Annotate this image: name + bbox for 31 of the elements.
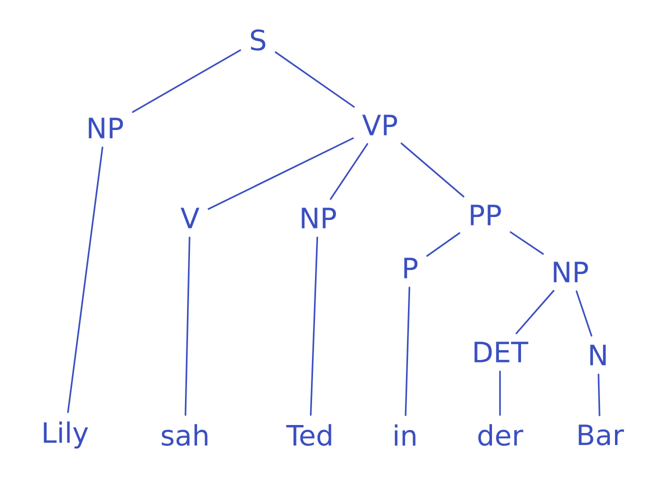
branch-line [598, 374, 600, 416]
branch-line [274, 51, 355, 108]
category-label: PP [470, 204, 501, 226]
branch-line [67, 146, 104, 414]
word: sah [162, 424, 208, 446]
branch-line [404, 286, 410, 416]
category-label: NP [302, 208, 336, 228]
branch-line [516, 290, 554, 334]
word: Lily [44, 421, 88, 449]
word: in [394, 424, 416, 446]
category-label: N [590, 344, 606, 366]
word: Bar [578, 424, 624, 446]
branch-line [499, 370, 501, 416]
category-label: S [250, 29, 266, 51]
branch-line [510, 231, 544, 255]
category-label: NP [88, 118, 123, 138]
category-label: VP [362, 114, 398, 136]
branch-line [184, 236, 190, 416]
branch-line [310, 236, 318, 416]
word: der [478, 424, 524, 446]
category-label: NP [554, 262, 588, 282]
category-label: V [180, 208, 200, 228]
branch-line [132, 49, 242, 113]
branch-line [426, 232, 460, 257]
branch-line [208, 137, 354, 210]
branch-line [400, 142, 464, 198]
category-label: DET [474, 342, 528, 362]
branch-line [576, 290, 592, 337]
category-label: P [404, 258, 418, 278]
word: Ted [286, 424, 332, 446]
branch-line [330, 143, 368, 200]
